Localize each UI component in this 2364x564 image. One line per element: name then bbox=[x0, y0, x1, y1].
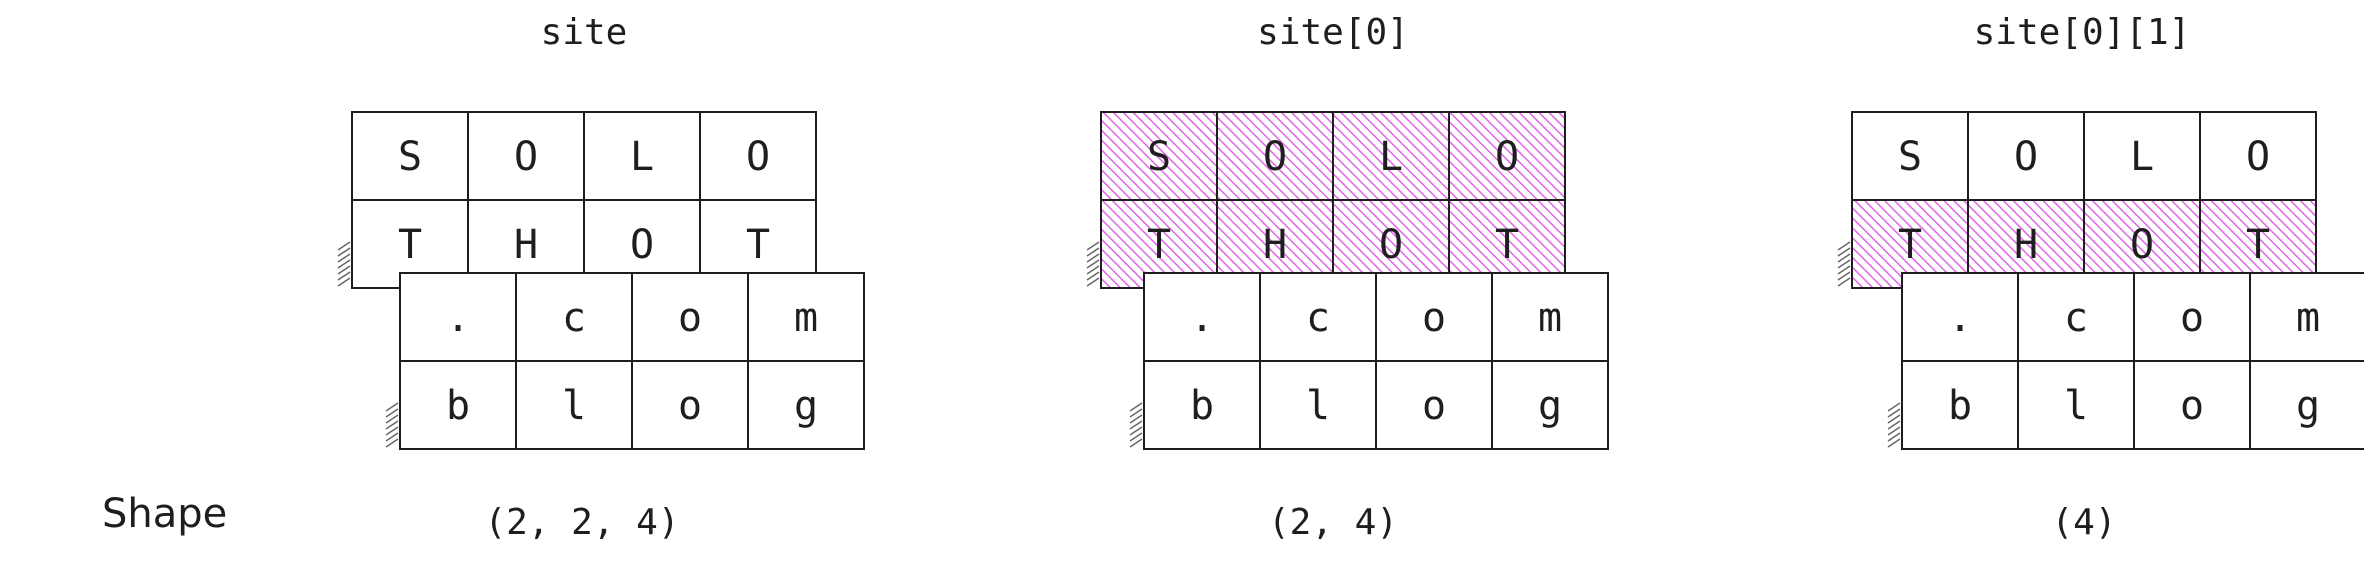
front-grid-shadow bbox=[1887, 402, 1901, 448]
back-grid-cell-letter: T bbox=[398, 222, 422, 268]
back-grid-cell-letter: O bbox=[514, 134, 538, 180]
back-grid-shadow bbox=[1837, 241, 1851, 287]
panel-shape-value: (4) bbox=[2051, 502, 2116, 543]
front-grid-cell-letter: o bbox=[678, 295, 702, 341]
back-grid-cell bbox=[1967, 111, 2085, 201]
front-grid-cell-letter: b bbox=[1948, 383, 1972, 429]
front-grid-cell-letter: b bbox=[1190, 383, 1214, 429]
back-grid-cell-letter: H bbox=[2014, 222, 2038, 268]
back-grid-cell-letter: T bbox=[1495, 222, 1519, 268]
front-grid-cell bbox=[1491, 360, 1609, 450]
panel-shape-value: (2, 2, 4) bbox=[484, 502, 679, 543]
front-grid-cell-letter: o bbox=[1422, 383, 1446, 429]
front-grid-cell bbox=[747, 272, 865, 362]
back-grid-cell-letter: T bbox=[1898, 222, 1922, 268]
back-grid-cell-letter: S bbox=[1898, 134, 1922, 180]
back-grid-cell bbox=[2199, 111, 2317, 201]
back-grid-cell-letter: S bbox=[398, 134, 422, 180]
back-grid-cell-highlighted bbox=[1216, 111, 1334, 201]
panel-shape-value: (2, 4) bbox=[1268, 502, 1398, 543]
shape-row-label: Shape bbox=[102, 491, 227, 537]
front-grid-cell bbox=[515, 272, 633, 362]
front-grid-cell bbox=[399, 360, 517, 450]
front-grid-cell-letter: g bbox=[2296, 383, 2320, 429]
panel-title: site bbox=[541, 12, 628, 53]
front-grid-cell bbox=[2017, 360, 2135, 450]
back-grid-cell-letter: L bbox=[630, 134, 654, 180]
front-grid-cell-letter: m bbox=[2296, 295, 2320, 341]
front-grid-cell-letter: . bbox=[1190, 295, 1214, 341]
front-grid-cell-letter: o bbox=[2180, 295, 2204, 341]
front-grid-cell-letter: b bbox=[446, 383, 470, 429]
back-grid-shadow bbox=[337, 241, 351, 287]
front-grid-cell bbox=[399, 272, 517, 362]
panel-title: site[0][1] bbox=[1974, 12, 2191, 53]
back-grid-cell bbox=[467, 111, 585, 201]
front-grid-cell-letter: m bbox=[794, 295, 818, 341]
back-grid-cell-letter: S bbox=[1147, 134, 1171, 180]
back-grid-cell bbox=[699, 111, 817, 201]
front-grid-cell-letter: l bbox=[562, 383, 586, 429]
front-grid-cell-letter: o bbox=[1422, 295, 1446, 341]
front-grid-cell-letter: g bbox=[1538, 383, 1562, 429]
back-grid-shadow bbox=[1086, 241, 1100, 287]
back-grid-cell bbox=[351, 111, 469, 201]
back-grid-cell-letter: O bbox=[2014, 134, 2038, 180]
back-grid-cell-letter: T bbox=[1147, 222, 1171, 268]
front-grid-cell-letter: . bbox=[1948, 295, 1972, 341]
front-grid-shadow bbox=[1129, 402, 1143, 448]
back-grid-cell-letter: O bbox=[1379, 222, 1403, 268]
back-grid-cell-letter: O bbox=[2246, 134, 2270, 180]
back-grid-cell-highlighted bbox=[1332, 111, 1450, 201]
front-grid-cell-letter: c bbox=[1306, 295, 1330, 341]
front-grid-cell-letter: m bbox=[1538, 295, 1562, 341]
back-grid-cell bbox=[583, 111, 701, 201]
front-grid-cell bbox=[1375, 360, 1493, 450]
front-grid-cell-letter: o bbox=[2180, 383, 2204, 429]
front-grid-cell bbox=[1491, 272, 1609, 362]
back-grid-cell-letter: T bbox=[746, 222, 770, 268]
front-grid-shadow bbox=[385, 402, 399, 448]
back-grid-cell-letter: T bbox=[2246, 222, 2270, 268]
front-grid-cell-letter: l bbox=[1306, 383, 1330, 429]
back-grid-cell-letter: L bbox=[2130, 134, 2154, 180]
back-grid-cell-letter: O bbox=[2130, 222, 2154, 268]
back-grid-cell-letter: H bbox=[514, 222, 538, 268]
front-grid-cell bbox=[631, 360, 749, 450]
back-grid-cell-letter: O bbox=[746, 134, 770, 180]
back-grid-cell-letter: O bbox=[630, 222, 654, 268]
back-grid-cell-letter: O bbox=[1495, 134, 1519, 180]
front-grid-cell bbox=[1375, 272, 1493, 362]
front-grid-cell-letter: o bbox=[678, 383, 702, 429]
panel-title: site[0] bbox=[1257, 12, 1409, 53]
front-grid-cell bbox=[515, 360, 633, 450]
front-grid-cell-letter: c bbox=[562, 295, 586, 341]
front-grid-cell bbox=[747, 360, 865, 450]
back-grid-cell-letter: L bbox=[1379, 134, 1403, 180]
front-grid-cell bbox=[1901, 360, 2019, 450]
front-grid-cell-letter: c bbox=[2064, 295, 2088, 341]
back-grid-cell-letter: O bbox=[1263, 134, 1287, 180]
front-grid-cell bbox=[1259, 360, 1377, 450]
front-grid-cell-letter: . bbox=[446, 295, 470, 341]
back-grid-cell-letter: H bbox=[1263, 222, 1287, 268]
front-grid-cell-letter: l bbox=[2064, 383, 2088, 429]
front-grid-cell-letter: g bbox=[794, 383, 818, 429]
